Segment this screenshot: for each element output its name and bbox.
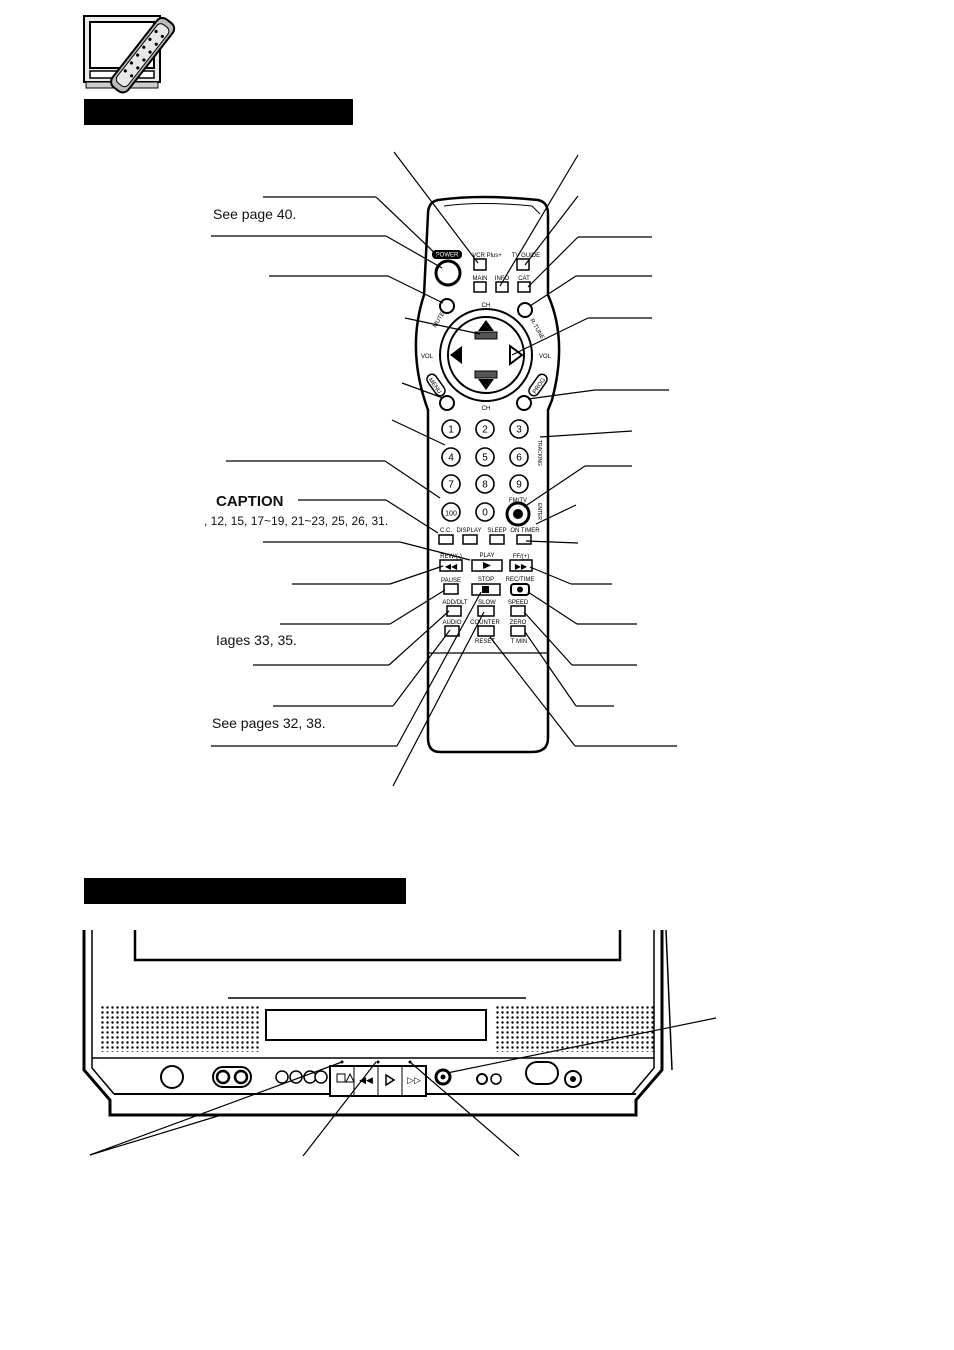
pause-label: PAUSE [441,578,461,584]
play-label: PLAY [480,553,495,559]
slow-label: SLOW [478,600,496,606]
digit-9-label: 9 [516,480,522,491]
digit-3-button [509,419,529,439]
on-timer-button [516,534,532,545]
audio-label: AUDIO [442,620,461,626]
rew-label: REW/(-) [440,554,462,560]
power-button [432,250,462,287]
cat-label: CAT [518,276,530,282]
svg-text:▶▶: ▶▶ [515,562,528,571]
vol-label-right: VOL [539,354,552,360]
add-dlt-label: ADD/DLT [442,600,468,606]
numeric-keypad: 1 2 3 4 5 6 7 8 9 100 0 [441,419,529,522]
slow-button [477,605,495,617]
counter-reset-button [477,625,495,637]
see-page-40-label: See page 40. [213,206,297,222]
digit-100-label: 100 [445,511,457,518]
counter-label: COUNTER [470,620,500,626]
digit-7-button [441,474,461,494]
display-label: DISPLAY [457,528,482,534]
speed-button [510,605,526,617]
power-label: POWER [436,253,459,259]
audio-button [444,625,460,637]
ch-down-arrow [478,379,494,390]
speed-label: SPEED [508,600,529,606]
enter-label: ENTER [536,503,542,520]
digit-0-label: 0 [482,508,488,519]
add-dlt-button [446,605,462,617]
digit-2-button [475,419,495,439]
digit-9-button [509,474,529,494]
section-heading-remote [84,99,353,125]
ch-label-top: CH [482,303,491,309]
digit-7-label: 7 [448,480,454,491]
digit-4-button [441,447,461,467]
tv-guide-button [516,258,530,271]
pages-33-35-label: Ιages 33, 35. [216,632,297,648]
digit-5-label: 5 [482,453,488,464]
vcr-plus-label: VCR Plus+ [472,253,502,259]
ch-label-bottom: CH [482,406,491,412]
digit-4-label: 4 [448,453,454,464]
ff-label: FF/(+) [513,554,530,560]
digit-100-button [441,502,461,522]
tracking-label: TRACKING [536,440,542,466]
reset-label: RESET [475,639,495,645]
power-knob [160,1065,184,1089]
sleep-label: SLEEP [487,528,506,534]
caption-pages-label: , 12, 15, 17~19, 21~23, 25, 26, 31. [204,514,389,528]
main-button [473,281,487,293]
zero-tmin-button [510,625,526,637]
vol-label-left: VOL [421,354,434,360]
right-speaker-grille [494,1004,654,1052]
vol-up-arrow [509,344,524,366]
front-panel-diagram: ◀◀ ▷▷ [82,929,717,1157]
rtune-button [517,302,533,318]
main-label: MAIN [473,276,488,282]
remote-control-diagram: POWER VCR Plus+ TV GUIDE MAIN INFO CAT M… [211,151,677,787]
rew-button [439,559,463,572]
mute-button [439,298,455,314]
caption-heading: CAPTION [216,493,284,510]
ff-button [509,559,533,572]
sleep-button [489,534,505,545]
leader-lines [211,151,677,787]
cat-button [517,281,531,293]
digit-3-label: 3 [516,425,522,436]
tv-remote-icon [83,15,176,94]
on-timer-label: ON TIMER [510,528,540,534]
display-button [462,534,478,545]
tv-guide-label: TV GUIDE [512,253,540,259]
digit-5-button [475,447,495,467]
cassette-slot [265,1009,487,1041]
cc-button [438,534,454,545]
digit-1-button [441,419,461,439]
digit-6-button [509,447,529,467]
digit-8-button [475,474,495,494]
vcr-plus-button [473,258,487,271]
info-label: INFO [495,276,510,282]
fm-tv-label: FM/TV [509,498,527,504]
cc-label: C.C. [440,528,452,534]
pause-button [443,583,459,595]
see-pages-32-38-label: See pages 32, 38. [212,715,326,731]
left-speaker-grille [100,1004,260,1052]
digit-2-label: 2 [482,425,488,436]
svg-text:◀◀: ◀◀ [359,1075,373,1085]
digit-0-button [475,502,495,522]
zero-label: ZERO [510,620,527,626]
menu-button [439,395,455,411]
section-heading-front-panel [84,878,406,904]
digit-6-label: 6 [516,453,522,464]
stop-label: STOP [478,577,494,583]
digit-8-label: 8 [482,480,488,491]
digit-1-label: 1 [448,425,454,436]
svg-text:◀◀: ◀◀ [445,562,458,571]
vol-down-arrow [450,346,462,364]
ch-up-arrow [478,320,494,331]
tmin-label: T MIN [511,639,527,645]
svg-text:▷▷: ▷▷ [407,1075,421,1085]
prog-button [516,395,532,411]
rec-time-label: REC/TIME [506,577,535,583]
